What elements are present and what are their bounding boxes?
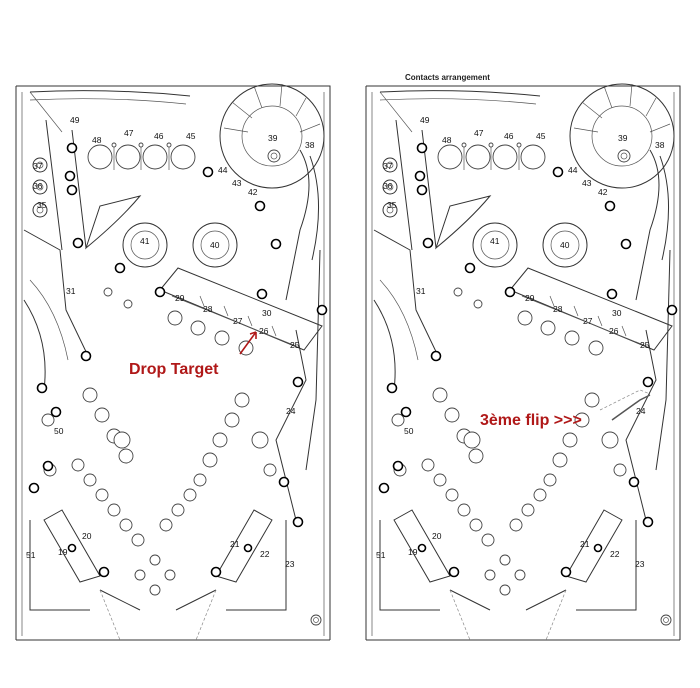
arrow-icon [239, 331, 257, 355]
annotation-third-flipper: 3ème flip >>> [480, 412, 582, 429]
header-contacts-arrangement: Contacts arrangement [405, 73, 490, 82]
annotation-drop-target: Drop Target [129, 361, 219, 378]
third-flipper [611, 394, 651, 421]
playfield-right: Contacts arrangement 3ème flip >>> [365, 73, 681, 641]
playfield-left: Drop Target [15, 83, 331, 641]
